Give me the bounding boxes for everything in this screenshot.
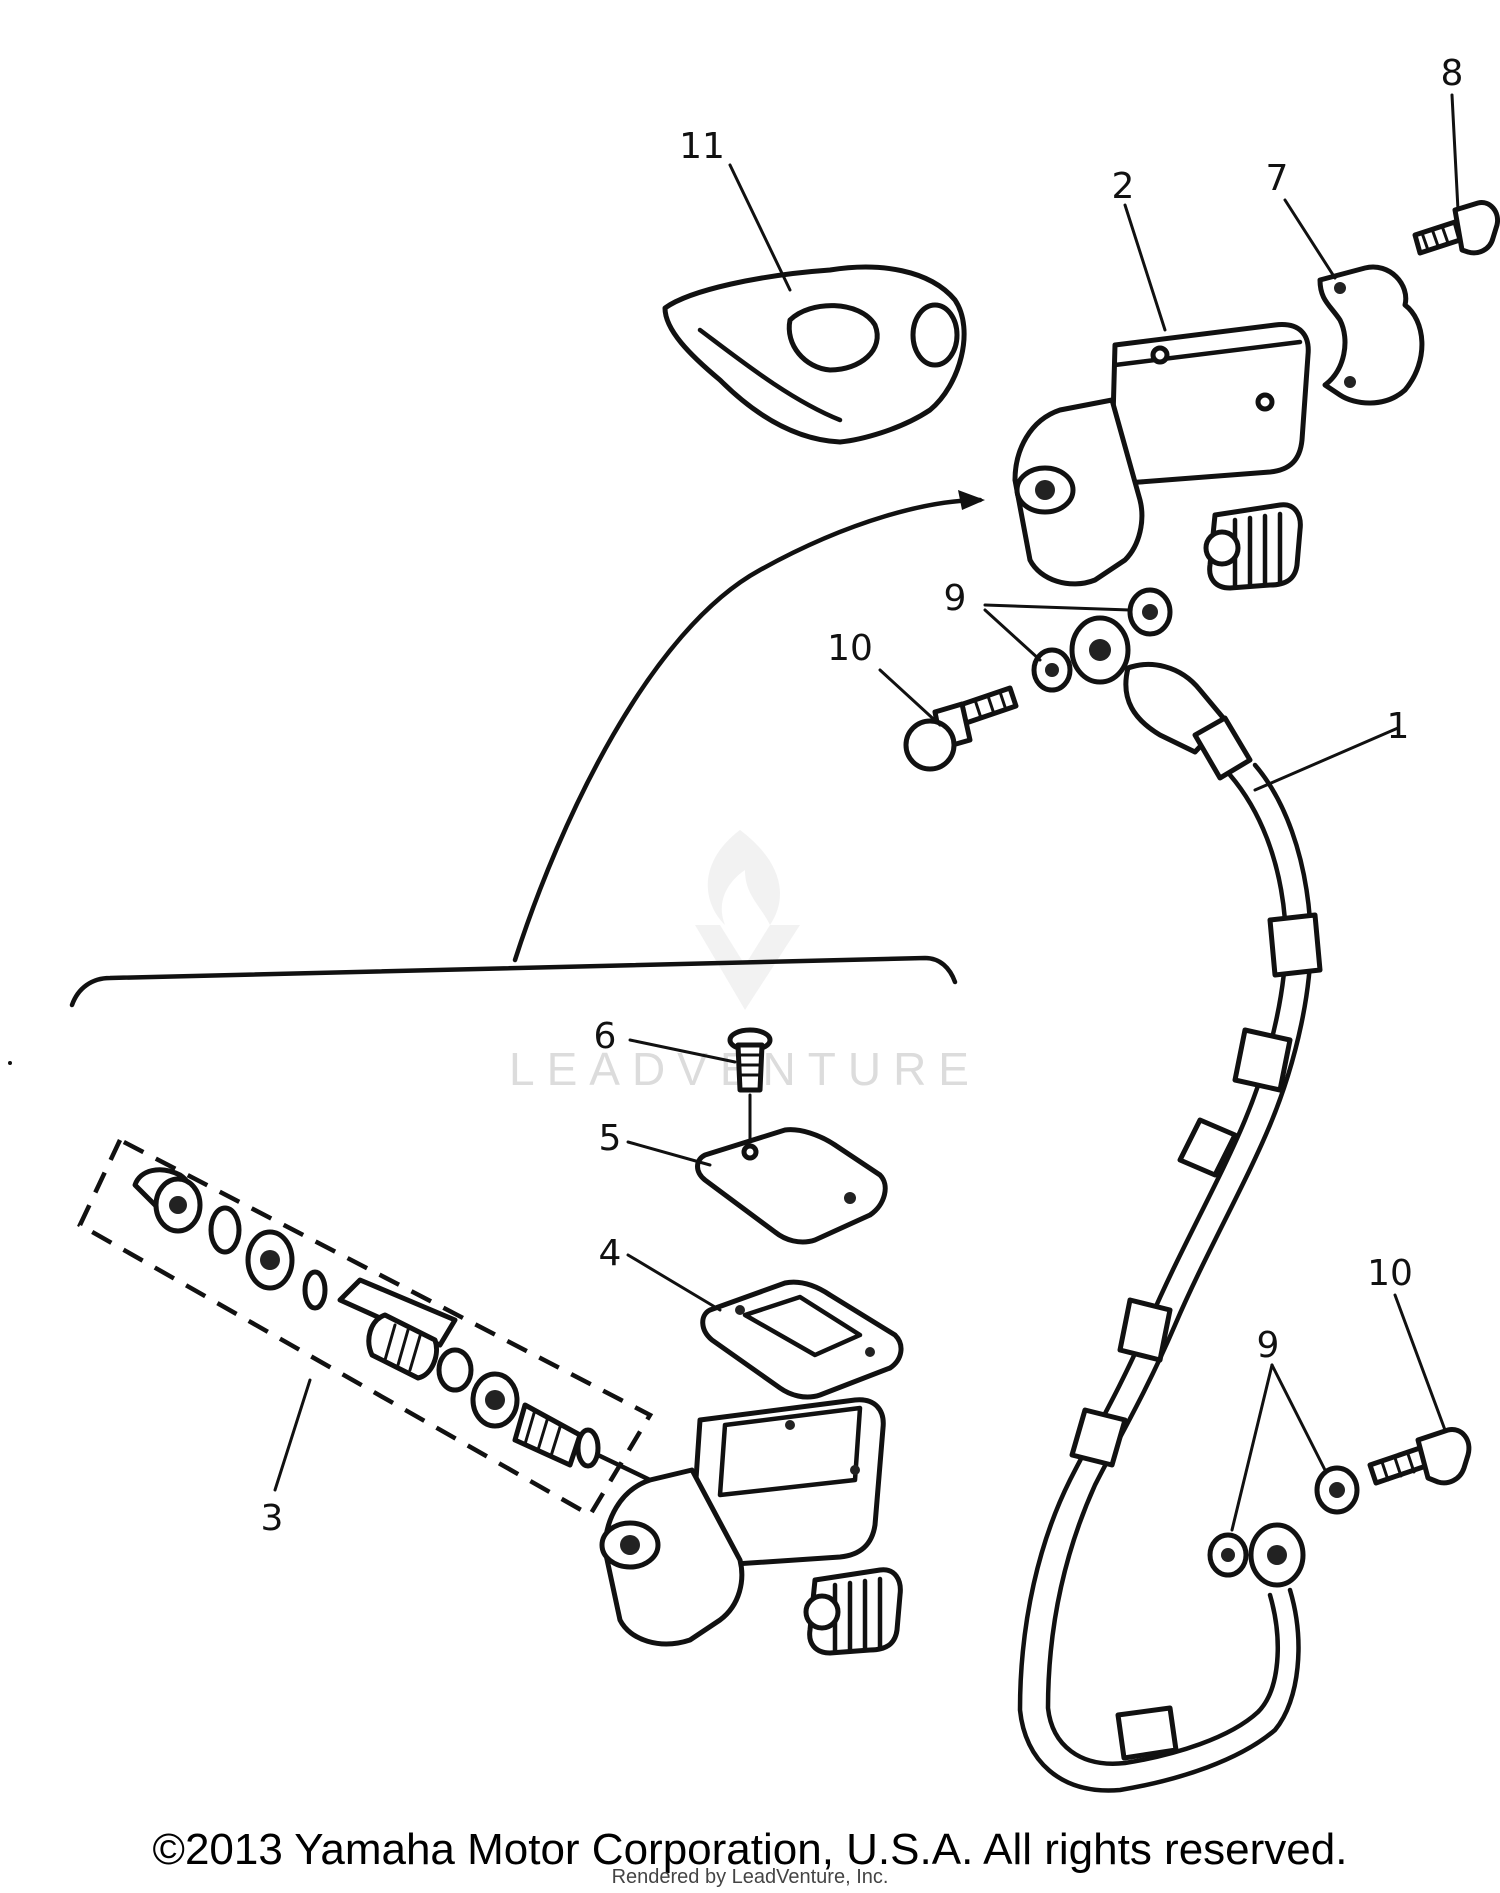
- callout-label: 10: [1367, 1253, 1413, 1294]
- callout-label: 9: [1257, 1325, 1280, 1366]
- speck-mark: [8, 1061, 12, 1065]
- union-bolt-bottom-part: [1367, 1427, 1472, 1486]
- callout-label: 10: [827, 628, 873, 669]
- callout-label: 2: [1112, 166, 1135, 207]
- piston-kit-part: [132, 1167, 653, 1483]
- callout-label: 8: [1441, 53, 1464, 94]
- reservoir-cap-part: [695, 1127, 888, 1245]
- arrow-head-icon: [958, 490, 985, 510]
- leader-line-11: [728, 163, 792, 292]
- diaphragm-part: [700, 1279, 904, 1400]
- leader-line-6: [628, 1038, 737, 1064]
- washer-bottom-part: [1207, 1465, 1360, 1578]
- clamp-part: [1317, 264, 1425, 406]
- lever-cover-part: [662, 264, 967, 445]
- master-cylinder-body-part: [599, 1397, 903, 1656]
- callout-label: 9: [944, 578, 967, 619]
- leader-line-9b: [983, 608, 1042, 662]
- callout-label: 1: [1387, 706, 1410, 747]
- callout-label: 6: [594, 1016, 617, 1057]
- detail-bracket: [69, 955, 958, 1008]
- leader-line-5: [626, 1140, 712, 1167]
- callout-label: 5: [599, 1118, 622, 1159]
- screw-part: [727, 1027, 773, 1152]
- master-cylinder-part: [1012, 322, 1311, 591]
- leader-line-10b: [1393, 1293, 1447, 1432]
- leader-line-7: [1283, 198, 1337, 280]
- callout-label: 11: [679, 126, 725, 167]
- leader-line-4: [626, 1253, 722, 1312]
- leader-line-9c: [1230, 1363, 1274, 1532]
- leader-line-9a: [983, 603, 1132, 612]
- callout-label: 7: [1266, 158, 1289, 199]
- leader-line-2: [1123, 203, 1167, 332]
- leader-line-9d: [1270, 1363, 1327, 1472]
- callout-label: 4: [599, 1233, 622, 1274]
- copyright-notice: ©2013 Yamaha Motor Corporation, U.S.A. A…: [152, 1825, 1348, 1874]
- leader-line-10a: [878, 668, 942, 727]
- callout-label: 3: [261, 1498, 284, 1539]
- union-bolt-top-part: [903, 685, 1019, 772]
- washer-top-part: [1031, 587, 1173, 693]
- arrow-curve: [512, 497, 983, 963]
- watermark-logo-icon: [695, 830, 800, 1010]
- leader-line-3: [273, 1378, 312, 1492]
- leader-line-8: [1450, 93, 1460, 212]
- brake-hose-part: [1017, 615, 1323, 1793]
- rendered-by-note: Rendered by LeadVenture, Inc.: [611, 1866, 889, 1888]
- clamp-bolt-part: [1412, 200, 1500, 256]
- leader-line-1: [1253, 726, 1400, 792]
